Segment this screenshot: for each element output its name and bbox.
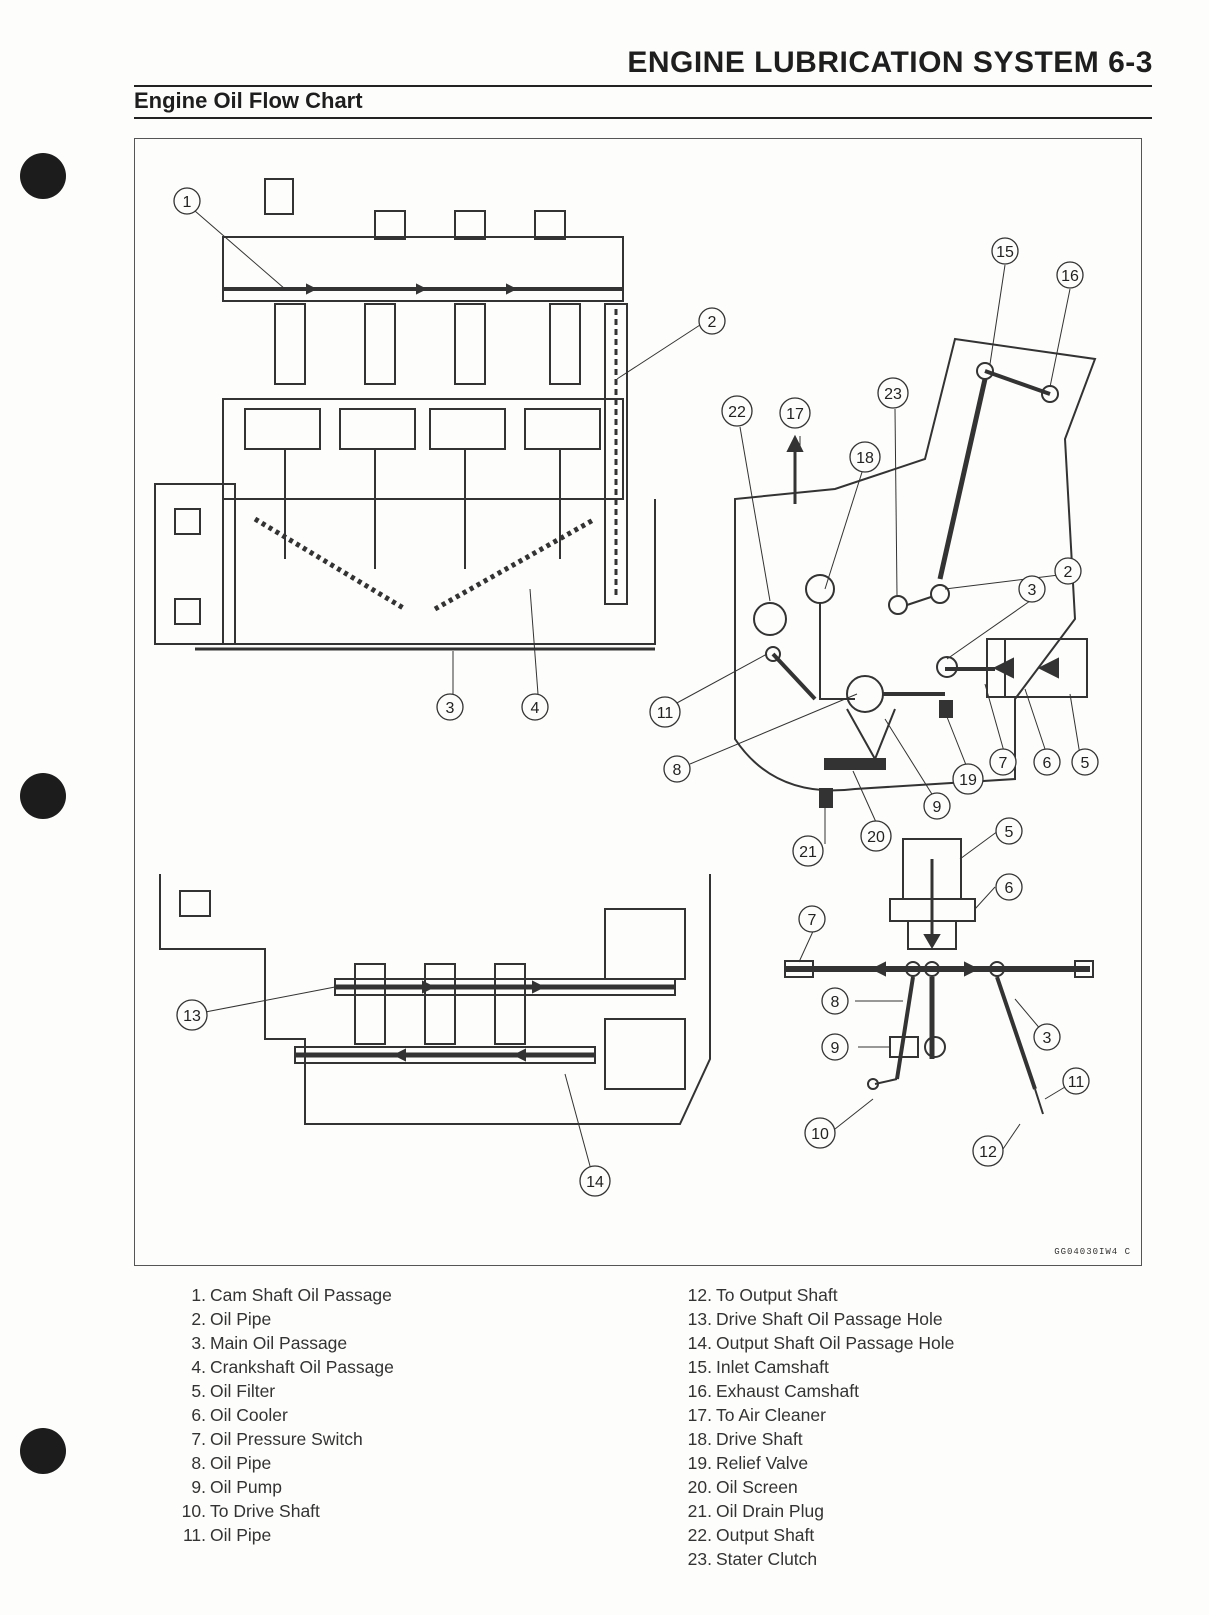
legend-item: 5.Oil Filter: [191, 1381, 276, 1401]
legend-item: 23.Stater Clutch: [687, 1549, 818, 1569]
callout-label: 18: [856, 450, 874, 467]
binder-hole: [20, 153, 66, 199]
subtitle-rule: [134, 117, 1152, 119]
callout-label: 11: [657, 705, 674, 722]
callout-label: 16: [1061, 268, 1079, 285]
callout-circles: [173, 187, 1099, 1197]
legend-item: 3.Main Oil Passage: [191, 1333, 348, 1353]
legend-item: 9.Oil Pump: [191, 1477, 282, 1497]
engine-cross-section: [154, 178, 656, 651]
callout-label: 13: [183, 1008, 201, 1025]
callout-label: 23: [884, 386, 902, 403]
callout-label: 8: [673, 762, 682, 779]
callout-label: 6: [1005, 880, 1014, 897]
legend-item: 14.Output Shaft Oil Passage Hole: [687, 1333, 955, 1353]
callout-label: 9: [933, 799, 942, 816]
legend-left: 1.Cam Shaft Oil Passage 2.Oil Pipe 3.Mai…: [172, 1283, 394, 1547]
callout-label: 5: [1005, 824, 1014, 841]
oil-flow-diagram: 1 2 3 4 15 16 22 17 23 18 2 3 11 8 7 6 5…: [154, 178, 1099, 1197]
callout-label: 14: [586, 1174, 604, 1191]
page-subtitle: Engine Oil Flow Chart: [134, 88, 363, 113]
header-rule: [134, 85, 1152, 87]
callout-label: 12: [979, 1144, 997, 1161]
callout-label: 9: [831, 1040, 840, 1057]
callout-label: 15: [996, 244, 1014, 261]
legend-item: 12.To Output Shaft: [687, 1285, 838, 1305]
binder-hole: [20, 773, 66, 819]
callout-label: 10: [811, 1126, 829, 1143]
legend-item: 19.Relief Valve: [687, 1453, 809, 1473]
legend-item: 8.Oil Pipe: [191, 1453, 272, 1473]
figure-code: GG04030IW4 C: [1054, 1247, 1131, 1257]
legend-item: 20.Oil Screen: [687, 1477, 798, 1497]
callout-label: 19: [959, 772, 977, 789]
callout-label: 2: [1064, 564, 1073, 581]
legend-item: 1.Cam Shaft Oil Passage: [191, 1285, 392, 1305]
callout-label: 3: [1043, 1030, 1052, 1047]
legend-item: 7.Oil Pressure Switch: [191, 1429, 363, 1449]
section-title: ENGINE LUBRICATION SYSTEM 6-3: [627, 46, 1153, 79]
callout-label: 1: [183, 194, 192, 211]
callout-label: 7: [999, 755, 1008, 772]
legend-item: 17.To Air Cleaner: [687, 1405, 826, 1425]
binder-hole: [20, 1428, 66, 1474]
oil-flow-schematic: [784, 838, 1094, 1115]
legend-item: 16.Exhaust Camshaft: [687, 1381, 859, 1401]
callout-label: 3: [1028, 582, 1037, 599]
callout-label: 5: [1081, 755, 1090, 772]
callout-label: 8: [831, 994, 840, 1011]
callout-label: 20: [867, 829, 885, 846]
legend-item: 4.Crankshaft Oil Passage: [191, 1357, 394, 1377]
legend-item: 10.To Drive Shaft: [181, 1501, 320, 1521]
legend-item: 13.Drive Shaft Oil Passage Hole: [687, 1309, 943, 1329]
legend-right: 12.To Output Shaft 13.Drive Shaft Oil Pa…: [678, 1283, 955, 1571]
callout-numbers: 1 2 3 4 15 16 22 17 23 18 2 3 11 8 7 6 5…: [183, 194, 1090, 1191]
callout-label: 21: [799, 844, 817, 861]
callout-label: 11: [1068, 1074, 1085, 1091]
callout-label: 17: [786, 406, 804, 423]
engine-side-view: [734, 337, 1097, 808]
oil-flow-figure: 1 2 3 4 15 16 22 17 23 18 2 3 11 8 7 6 5…: [134, 138, 1142, 1266]
legend-item: 2.Oil Pipe: [191, 1309, 272, 1329]
legend-item: 21.Oil Drain Plug: [687, 1501, 824, 1521]
legend-item: 6.Oil Cooler: [191, 1405, 288, 1425]
callout-label: 6: [1043, 755, 1052, 772]
callout-label: 22: [728, 404, 746, 421]
callout-label: 4: [531, 700, 540, 717]
transmission-section: [159, 874, 711, 1125]
legend-item: 18.Drive Shaft: [687, 1429, 803, 1449]
callout-leaders: [194, 210, 1081, 1178]
legend-item: 11.Oil Pipe: [182, 1525, 272, 1545]
callout-label: 3: [446, 700, 455, 717]
legend-item: 22.Output Shaft: [687, 1525, 815, 1545]
callout-label: 7: [808, 912, 817, 929]
callout-label: 2: [708, 314, 717, 331]
legend-item: 15.Inlet Camshaft: [687, 1357, 829, 1377]
